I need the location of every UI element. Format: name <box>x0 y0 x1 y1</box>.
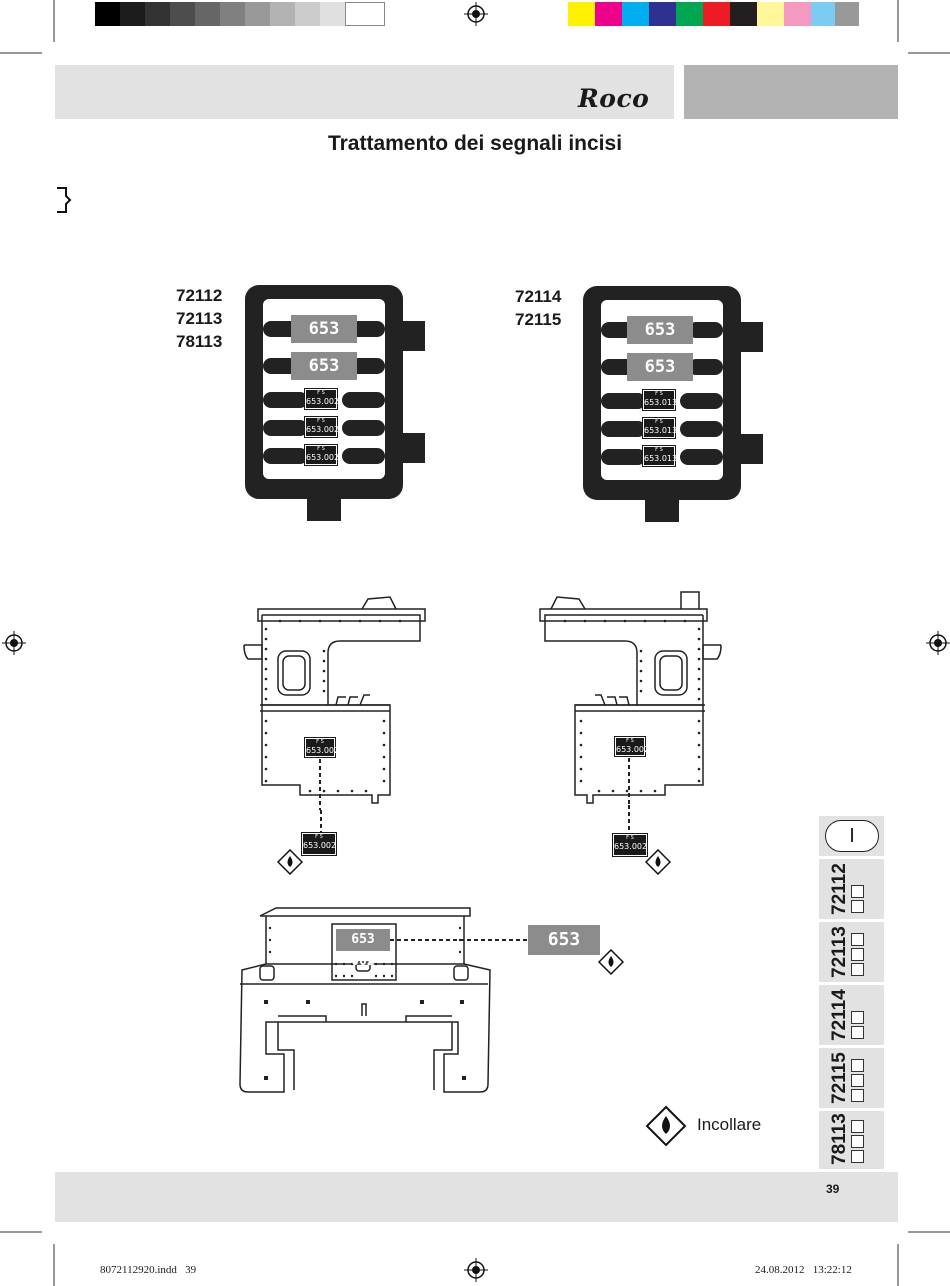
glue-drop-icon <box>277 849 303 875</box>
footer-band <box>55 1172 898 1222</box>
tab-model-78113[interactable]: 78113 <box>819 1111 884 1169</box>
tab-label: 72114 <box>829 989 850 1041</box>
function-icon <box>851 933 864 946</box>
header-grey-block <box>684 65 898 119</box>
leader-line <box>320 810 322 834</box>
model-number: 78113 <box>176 332 223 351</box>
language-badge: I <box>825 820 879 852</box>
tab-label: 72115 <box>829 1052 850 1104</box>
tab-model-72115[interactable]: 72115 <box>819 1048 884 1108</box>
footer-timestamp: 24.08.2012 13:22:12 <box>755 1264 852 1276</box>
number-plate-large: 653 002 <box>336 929 390 969</box>
number-plate-large: 653 002 <box>291 352 357 404</box>
tab-icons <box>851 933 864 976</box>
tab-model-72113[interactable]: 72113 <box>819 922 884 982</box>
model-list-sprue-1: 72112 72113 78113 <box>176 284 222 353</box>
function-icon <box>851 1150 864 1163</box>
function-icon <box>851 1089 864 1102</box>
registration-mark-icon <box>464 2 488 26</box>
number-plate-large: 653 013 <box>627 353 693 405</box>
registration-mark-icon <box>2 631 26 655</box>
header-band <box>55 65 674 119</box>
glue-drop-icon <box>645 1105 687 1147</box>
locomotive-front-view <box>239 907 491 1093</box>
function-icon <box>851 885 864 898</box>
model-number: 72115 <box>515 310 562 329</box>
tab-label: 72112 <box>829 863 850 915</box>
registration-mark-icon <box>926 631 950 655</box>
tab-label: 72113 <box>829 926 850 978</box>
function-icon <box>851 1026 864 1039</box>
model-number: 72112 <box>176 286 223 305</box>
cab-side-view-left <box>243 596 426 810</box>
function-icon <box>851 1135 864 1148</box>
leader-line <box>628 805 630 833</box>
function-icon <box>851 963 864 976</box>
registration-mark-icon <box>464 1258 488 1282</box>
page-number: 39 <box>826 1182 840 1196</box>
page-title: Trattamento dei segnali incisi <box>327 132 623 155</box>
function-icon <box>851 900 864 913</box>
cab-side-view-right <box>539 591 722 805</box>
function-icon <box>851 948 864 961</box>
number-plate-large: 653 013 <box>627 316 693 368</box>
function-icon <box>851 1011 864 1024</box>
footer-file-name: 8072112920.indd 39 <box>100 1264 197 1276</box>
model-list-sprue-2: 72114 72115 <box>515 285 561 331</box>
tab-language-italian[interactable]: I <box>819 816 884 856</box>
glue-drop-icon <box>598 949 624 975</box>
tab-model-72112[interactable]: 72112 <box>819 859 884 919</box>
number-plate-large: 653 002 <box>528 925 600 980</box>
page-bracket <box>57 187 72 213</box>
glue-drop-icon <box>645 849 671 875</box>
tab-icons <box>851 885 864 913</box>
tab-icons <box>851 1059 864 1102</box>
tab-icons <box>851 1011 864 1039</box>
roco-logo: Roco <box>578 84 650 113</box>
function-icon <box>851 1059 864 1072</box>
model-number: 72114 <box>515 287 562 306</box>
tab-label: 78113 <box>829 1113 850 1165</box>
function-icon <box>851 1074 864 1087</box>
leader-line <box>390 939 528 941</box>
tab-model-72114[interactable]: 72114 <box>819 985 884 1045</box>
function-icon <box>851 1120 864 1133</box>
model-number: 72113 <box>176 309 223 328</box>
tab-icons <box>851 1120 864 1163</box>
number-plate-large: 653 002 <box>291 315 357 367</box>
legend-label: Incollare <box>697 1115 762 1134</box>
